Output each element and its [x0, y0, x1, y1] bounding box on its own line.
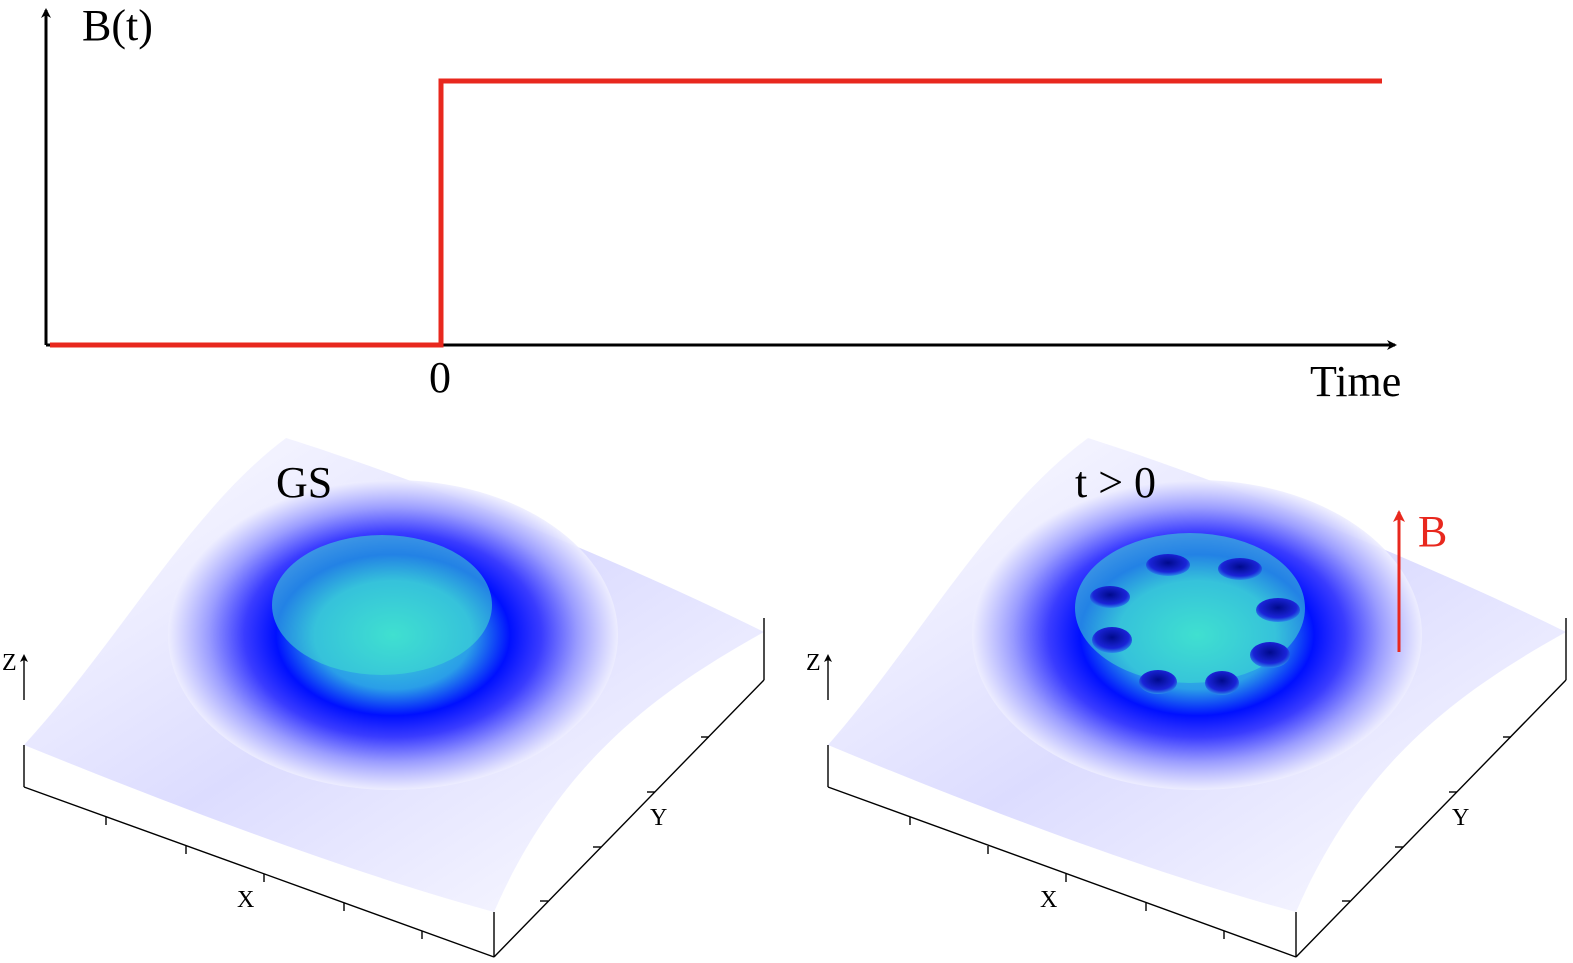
z-axis-label: Z: [806, 650, 821, 676]
box-frame: [827, 618, 1567, 958]
origin-label: 0: [429, 353, 451, 402]
y-axis-label: Y: [1452, 805, 1469, 831]
vortex-core: [1205, 671, 1239, 695]
vortex-core: [1256, 598, 1300, 622]
panel-after-quench: Z X Y t > 0 B: [806, 438, 1567, 958]
panel-title: GS: [276, 458, 332, 507]
x-axis-label: X: [1040, 887, 1057, 913]
magnetic-field-label: B: [1418, 507, 1447, 556]
panel-ground-state: Z X Y GS: [2, 438, 765, 958]
y-axis-label: Y: [650, 805, 667, 831]
vortex-core: [1092, 627, 1132, 653]
vortex-core: [1218, 558, 1262, 580]
box-frame: [23, 618, 765, 958]
step-function-line: [50, 78, 1382, 348]
axis-ticks: [909, 736, 1511, 939]
condensate-peak: [272, 535, 492, 675]
vortex-core: [1139, 670, 1177, 694]
vortex-core: [1090, 586, 1130, 608]
vortex-ring: [1090, 554, 1300, 695]
z-axis-label: Z: [2, 650, 17, 676]
panel-title: t > 0: [1075, 458, 1156, 507]
step-plot: B(t) Time 0: [41, 1, 1401, 406]
vortex-core: [1146, 554, 1190, 576]
x-axis-label: X: [237, 887, 254, 913]
vortex-core: [1250, 642, 1290, 668]
axis-ticks: [105, 736, 709, 939]
x-axis-label: Time: [1310, 357, 1401, 406]
y-axis-label: B(t): [82, 1, 153, 50]
